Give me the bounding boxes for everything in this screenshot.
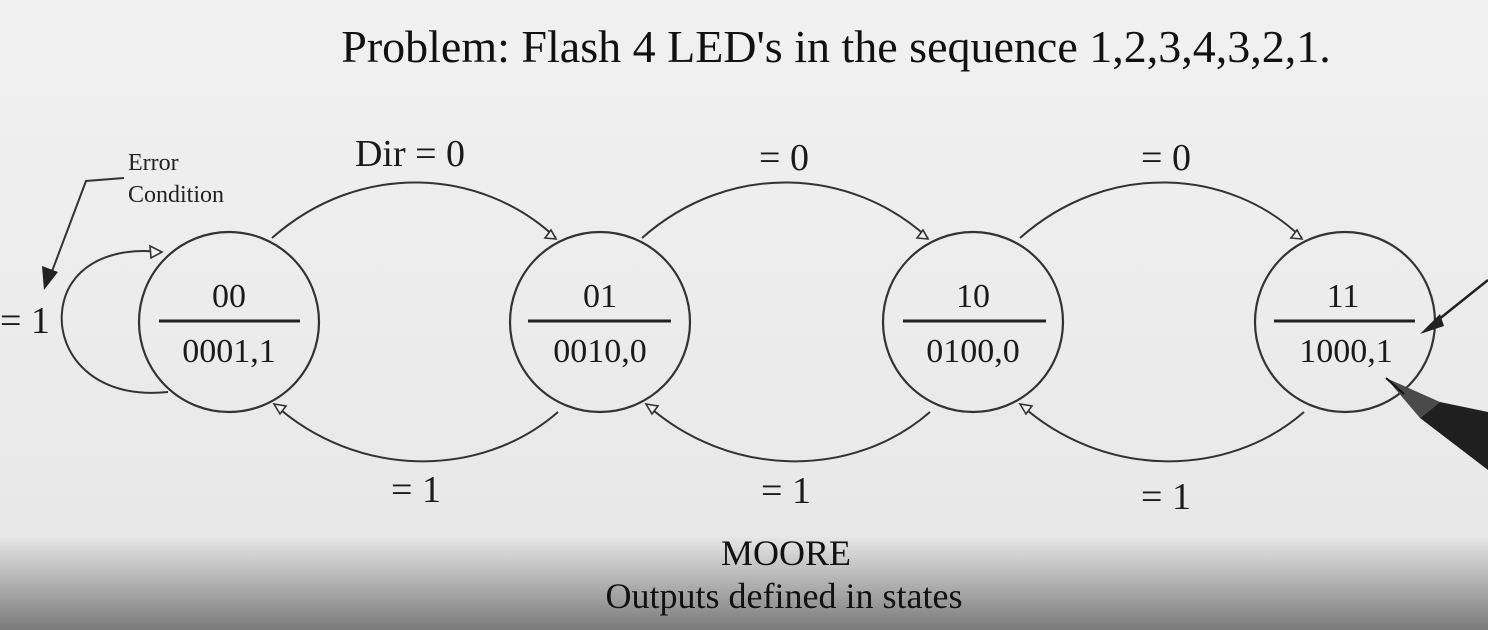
state-01-circle: [508, 230, 692, 414]
self-loop-label: = 1: [0, 300, 50, 342]
pen-icon: [1385, 377, 1488, 470]
error-note-line2: Condition: [128, 182, 224, 208]
edge-10-to-01: [645, 403, 931, 463]
state-10-circle: [881, 230, 1065, 414]
edge-00-to-01: [271, 181, 557, 239]
state-11: 11 1000,1: [1253, 230, 1437, 414]
edge-label-10-to-01: = 1: [761, 470, 811, 512]
edge-01-to-00: [273, 403, 559, 463]
edge-01-to-10-arrow-icon: [915, 228, 930, 240]
state-10-output: 0100,0: [926, 333, 1020, 370]
edge-11-to-10-arrow-icon: [1018, 402, 1034, 416]
edge-01-to-10: [641, 181, 929, 239]
edge-label-11-to-10: = 1: [1141, 476, 1191, 518]
state-11-code: 11: [1327, 278, 1360, 315]
edge-label-01-to-00: = 1: [391, 469, 441, 511]
state-10: 10 0100,0: [881, 230, 1065, 414]
state-10-code: 10: [956, 278, 990, 315]
state-00-circle: [137, 230, 321, 414]
error-note-line1: Error: [128, 150, 179, 176]
state-01-output: 0010,0: [553, 333, 647, 370]
footer-title: MOORE: [721, 533, 851, 573]
self-loop-arrow-icon: [149, 244, 164, 260]
edge-10-to-11: [1019, 181, 1303, 239]
state-01: 01 0010,0: [508, 230, 692, 414]
error-pointer-line: [47, 177, 125, 283]
state-00: 00 0001,1: [137, 230, 321, 414]
edge-label-00-to-01: Dir = 0: [355, 133, 465, 175]
edge-01-to-00-arrow-icon: [272, 402, 288, 416]
edge-11-to-10: [1019, 403, 1305, 463]
state-00-code: 00: [212, 278, 246, 315]
state-00-output: 0001,1: [182, 333, 276, 370]
error-pointer-arrow-icon: [42, 266, 58, 290]
edge-label-01-to-10: = 0: [759, 137, 809, 179]
edge-10-to-11-arrow-icon: [1289, 228, 1304, 240]
self-loop-edge: [60, 250, 169, 394]
state-01-code: 01: [583, 278, 617, 315]
edge-10-to-01-arrow-icon: [644, 402, 660, 416]
state-11-output: 1000,1: [1299, 333, 1393, 370]
pointer-arrow-icon: [1420, 314, 1444, 334]
edge-00-to-01-arrow-icon: [543, 228, 558, 240]
footer-subtitle: Outputs defined in states: [606, 576, 963, 616]
diagram-title: Problem: Flash 4 LED's in the sequence 1…: [341, 21, 1331, 72]
edge-label-10-to-11: = 0: [1141, 137, 1191, 179]
